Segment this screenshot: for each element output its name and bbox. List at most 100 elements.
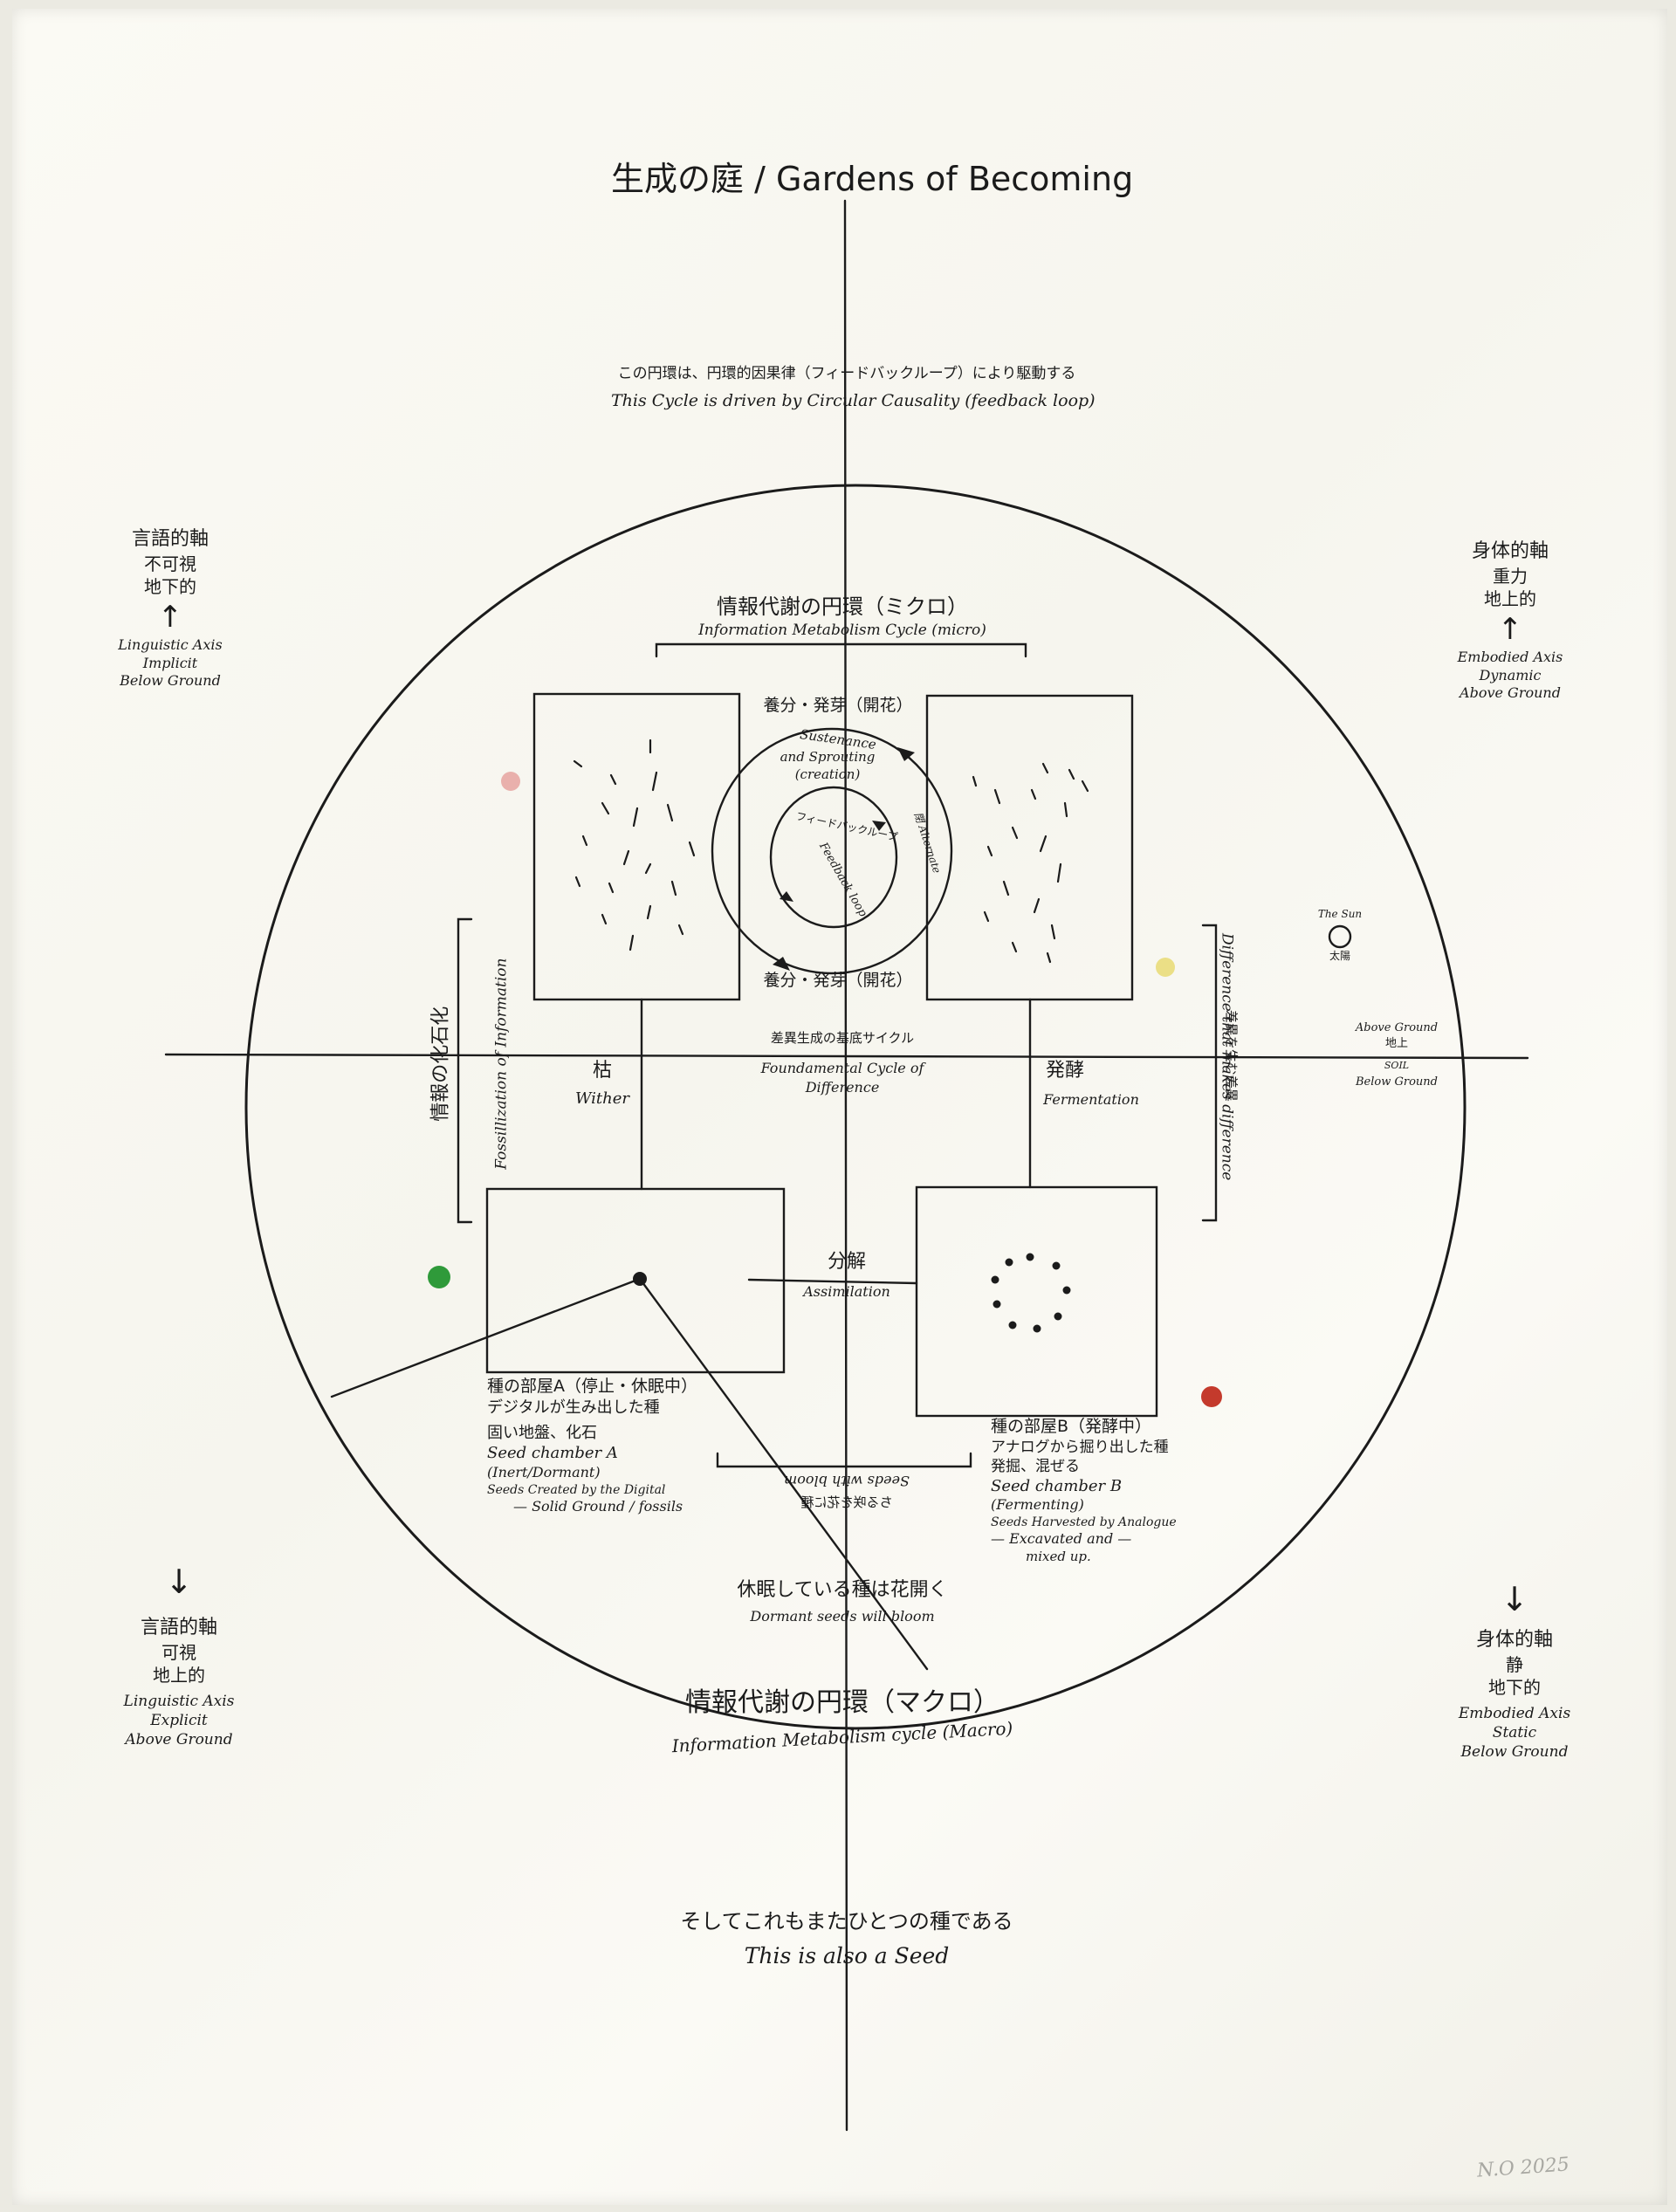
footer-jp: そしてこれもまたひとつの種である (680, 1909, 1013, 1934)
br-en-3: Below Ground (1460, 1743, 1569, 1762)
top-note-jp: この円環は、円環的因果律（フィードバックループ）により駆動する (617, 365, 1076, 382)
fragment-marks-right (972, 762, 1089, 964)
box-top-left (532, 692, 741, 1001)
seed-b-jp-1: 種の部屋B（発酵中） (991, 1417, 1152, 1436)
seed-b-jp-3: 発掘、混ぜる (991, 1457, 1080, 1475)
br-jp-3: 地下的 (1488, 1676, 1541, 1698)
seed-b-en-3: Seeds Harvested by Analogue (991, 1515, 1177, 1530)
corner-top-right: 身体的軸 重力 地上的 ↑ Embodied Axis Dynamic Abov… (1432, 539, 1589, 703)
tl-en-3: Below Ground (120, 672, 221, 690)
footer-en: This is also a Seed (744, 1943, 950, 1968)
bl-jp-2: 可視 (161, 1641, 196, 1663)
inner-outer-ring (711, 727, 953, 975)
bl-en-3: Above Ground (125, 1731, 233, 1749)
seed-a-jp-2: デジタルが生み出した種 (487, 1398, 660, 1417)
br-jp-2: 静 (1506, 1653, 1523, 1675)
dormant-en: Dormant seeds will bloom (750, 1608, 935, 1625)
assimilation-en: Assimilation (803, 1283, 890, 1300)
seed-b-en-4: — Excavated and — (991, 1530, 1132, 1548)
tr-jp-1: 身体的軸 (1471, 540, 1549, 562)
pin-green (428, 1266, 450, 1288)
tr-en-2: Dynamic (1479, 666, 1542, 684)
box-seed-b (915, 1185, 1158, 1418)
seed-b-dot-ring (991, 1253, 1071, 1333)
inner-top-jp: 養分・発芽（開花） (763, 696, 913, 715)
assimilation-jp: 分解 (827, 1251, 866, 1273)
tl-en-2: Implicit (142, 654, 198, 671)
bl-en-2: Explicit (150, 1712, 208, 1730)
above-ground-jp: 地上 (1384, 1037, 1408, 1050)
difference-bracket (1201, 924, 1218, 1222)
arrow-down-icon: ↓ (1501, 1580, 1528, 1618)
seed-b-en-2: (Fermenting) (991, 1496, 1084, 1514)
inner-bottom-jp: 養分・発芽（開花） (763, 971, 913, 990)
box-top-right (925, 694, 1134, 1001)
fossil-jp: 情報の化石化 (429, 1006, 452, 1122)
arrowhead-top (897, 747, 915, 761)
above-ground-en: Above Ground (1355, 1021, 1439, 1034)
arrow-up-icon: ↑ (157, 599, 183, 635)
bl-jp-3: 地上的 (153, 1664, 205, 1686)
seed-a-en-1: Seed chamber A (487, 1444, 618, 1463)
corner-bottom-left: ↓ 言語的軸 可視 地上的 Linguistic Axis Explicit A… (96, 1561, 262, 1749)
pin-pink (501, 772, 520, 791)
sun-circle (1328, 924, 1352, 949)
pin-yellow (1156, 958, 1175, 977)
wither-jp: 枯 (592, 1060, 612, 1082)
tr-jp-2: 重力 (1493, 565, 1528, 587)
arrow-up-icon: ↑ (1497, 611, 1523, 647)
pin-red (1201, 1386, 1222, 1407)
vertical-axis (843, 199, 848, 2132)
tr-jp-3: 地上的 (1484, 587, 1536, 609)
micro-cycle-en: Information Metabolism Cycle (micro) (698, 622, 986, 639)
fossil-bracket (457, 917, 473, 1224)
tl-jp-3: 地下的 (144, 575, 196, 597)
br-en-1: Embodied Axis (1458, 1704, 1571, 1722)
tl-en-1: Linguistic Axis (118, 635, 223, 653)
br-jp-1: 身体的軸 (1475, 1629, 1553, 1652)
horizontal-axis (164, 1053, 1529, 1060)
sun-label-jp: 太陽 (1329, 950, 1350, 962)
seed-b-caption: 種の部屋B（発酵中） アナログから掘り出した種 発掘、混ぜる Seed cham… (991, 1416, 1218, 1566)
bl-jp-1: 言語的軸 (140, 1617, 217, 1639)
tr-en-3: Above Ground (1460, 684, 1561, 702)
seed-b-en-5: mixed up. (1026, 1549, 1091, 1565)
assimilation-connector (747, 1278, 918, 1285)
mirror-bracket (716, 1452, 972, 1468)
macro-circle (244, 484, 1466, 1730)
fossil-en: Fossillization of Information (492, 958, 511, 1170)
soil-label: SOIL (1384, 1060, 1410, 1071)
tr-en-1: Embodied Axis (1457, 648, 1563, 665)
seed-b-jp-2: アナログから掘り出した種 (991, 1438, 1169, 1456)
seed-a-en-3: Seeds Created by the Digital (487, 1482, 666, 1497)
wither-en: Wither (574, 1089, 630, 1108)
page-title: 生成の庭 / Gardens of Becoming (611, 160, 1134, 198)
corner-top-left: 言語的軸 不可視 地下的 ↑ Linguistic Axis Implicit … (96, 527, 244, 690)
seed-a-jp-3: 固い地盤、化石 (487, 1424, 597, 1443)
below-ground-en: Below Ground (1356, 1075, 1438, 1089)
mirror-text-2: ちる咲を花に種 (800, 1494, 893, 1510)
corner-bottom-right: ↓ 身体的軸 静 地下的 Embodied Axis Static Below … (1423, 1578, 1606, 1762)
pointer-line-right (638, 1277, 929, 1671)
seed-a-en-2: (Inert/Dormant) (487, 1463, 601, 1480)
bl-en-1: Linguistic Axis (123, 1692, 235, 1710)
tl-jp-1: 言語的軸 (131, 528, 209, 550)
br-en-2: Static (1492, 1724, 1537, 1742)
seed-a-en-4: — Solid Ground / fossils (513, 1497, 683, 1515)
inner-top-en-2: and Sprouting (780, 749, 876, 765)
macro-cycle-jp: 情報代謝の円環（マクロ） (685, 1687, 999, 1718)
paper-sheet (12, 9, 1667, 2205)
fermentation-en: Fermentation (1043, 1091, 1139, 1108)
seed-a-jp-1: 種の部屋A（停止・休眠中） (487, 1377, 697, 1396)
micro-cycle-jp: 情報代謝の円環（ミクロ） (717, 594, 968, 619)
inner-inner-ring (769, 786, 898, 929)
tl-jp-2: 不可視 (144, 553, 196, 574)
arrow-down-icon: ↓ (165, 1563, 193, 1601)
inner-top-en-3: (creation) (794, 766, 861, 782)
mirror-text-1: Seeds with bloom (784, 1473, 910, 1489)
seed-b-en-1: Seed chamber B (991, 1476, 1123, 1495)
pointer-line-left (330, 1277, 642, 1398)
micro-bracket (655, 642, 1027, 658)
center-en-1: Foundamental Cycle of (760, 1060, 924, 1076)
